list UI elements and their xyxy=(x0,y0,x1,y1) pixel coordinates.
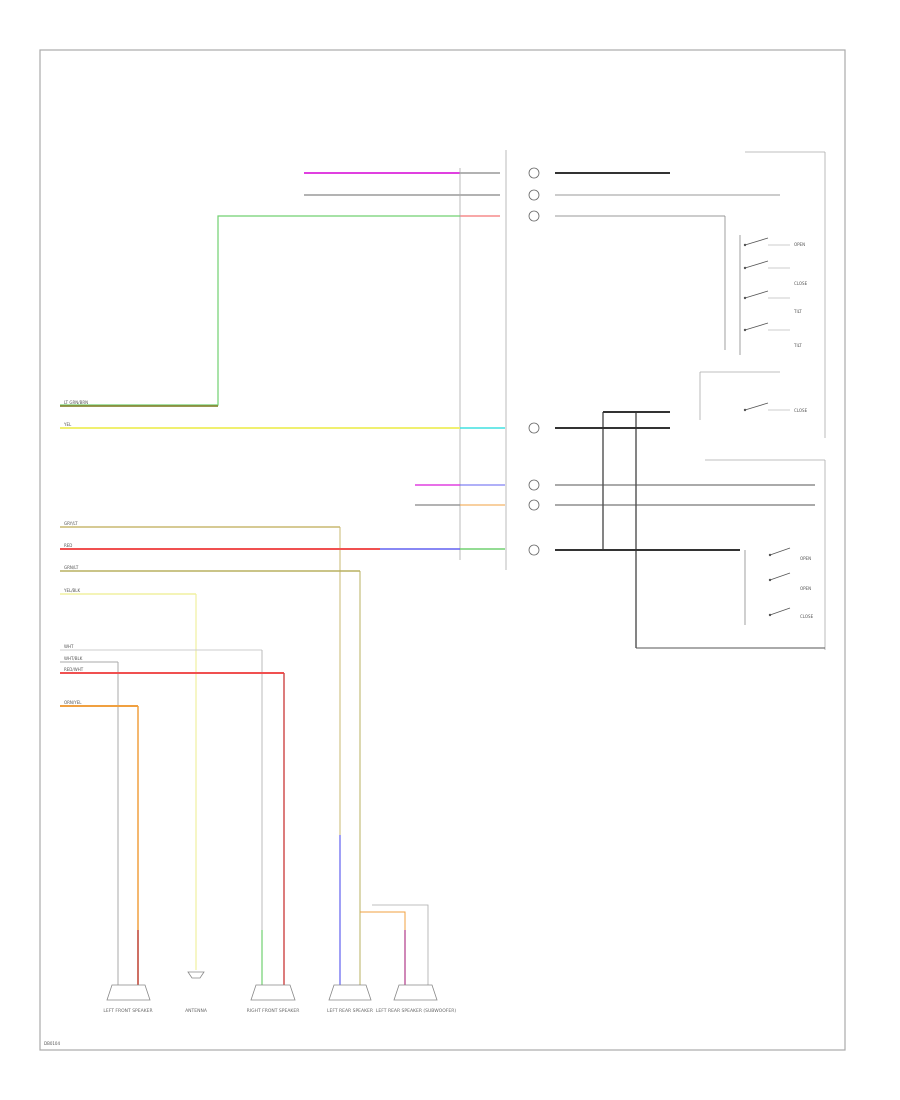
switch-label: CLOSE xyxy=(794,408,808,413)
speaker-icon xyxy=(250,984,296,1001)
speaker-icon xyxy=(106,984,151,1001)
diagram-frame xyxy=(39,49,846,1051)
lower-switch-group: OPEN OPEN CLOSE xyxy=(744,547,814,625)
switch-label: TILT xyxy=(793,309,802,314)
antenna: ANTENNA xyxy=(185,971,208,1014)
switch-icon xyxy=(743,237,769,247)
wire-label: RED xyxy=(64,543,72,548)
switch-label: OPEN xyxy=(800,556,811,561)
wire-green xyxy=(60,215,460,406)
wire-label: LT GRN/BRN xyxy=(64,400,88,405)
switch-icon xyxy=(743,402,769,412)
wire-label: ORN/YEL xyxy=(64,700,82,705)
wire-label: GRY/LT xyxy=(64,521,78,526)
component-label: ANTENNA xyxy=(185,1008,208,1014)
connector-pin-icon xyxy=(528,210,540,222)
component-label: LEFT REAR SPEAKER xyxy=(327,1008,373,1014)
connector-pin-icon xyxy=(528,499,540,511)
switch-label: OPEN xyxy=(794,242,805,247)
antenna-icon xyxy=(187,971,205,979)
switch-label: TILT xyxy=(793,343,802,348)
left-rear-subwoofer: LEFT REAR SPEAKER (SUBWOOFER) xyxy=(376,984,456,1014)
speaker-icon xyxy=(393,984,438,1001)
right-front-speaker: RIGHT FRONT SPEAKER xyxy=(247,984,300,1014)
wire-label: WHT xyxy=(64,644,74,649)
switch-label: OPEN xyxy=(800,586,811,591)
switch-icon xyxy=(768,607,791,617)
speaker-icon xyxy=(328,984,372,1001)
switch-icon xyxy=(743,290,769,300)
left-front-speaker: LEFT FRONT SPEAKER xyxy=(103,984,153,1014)
connector-pin-icon xyxy=(528,544,540,556)
switch-label: CLOSE xyxy=(800,614,814,619)
wire-label: YEL xyxy=(63,422,72,427)
switch-label: CLOSE xyxy=(794,281,808,286)
wire-label: GRN/LT xyxy=(64,565,79,570)
connector-pin-icon xyxy=(528,479,540,491)
connector-pin-icon xyxy=(528,422,540,434)
switch-icon xyxy=(743,322,769,332)
switch-icon xyxy=(768,572,791,582)
wire-label: YEL/BLK xyxy=(63,588,81,593)
middle-connector-group xyxy=(415,411,826,650)
connector-pin-icon xyxy=(528,167,540,179)
upper-connector-group xyxy=(304,150,826,570)
component-label: LEFT FRONT SPEAKER xyxy=(103,1008,152,1014)
page-code: DB0104 xyxy=(44,1041,60,1046)
connector-pin-icon xyxy=(528,189,540,201)
component-label: LEFT REAR SPEAKER (SUBWOOFER) xyxy=(376,1008,456,1014)
upper-switch-group: OPEN CLOSE TILT TILT CLOSE xyxy=(699,235,808,420)
wire-label: WHT/BLK xyxy=(64,656,83,661)
wire-label: RED/WHT xyxy=(64,667,84,672)
component-label: RIGHT FRONT SPEAKER xyxy=(247,1008,300,1014)
switch-icon xyxy=(743,260,769,270)
switch-icon xyxy=(768,547,791,557)
left-rear-speaker: LEFT REAR SPEAKER xyxy=(327,984,373,1014)
